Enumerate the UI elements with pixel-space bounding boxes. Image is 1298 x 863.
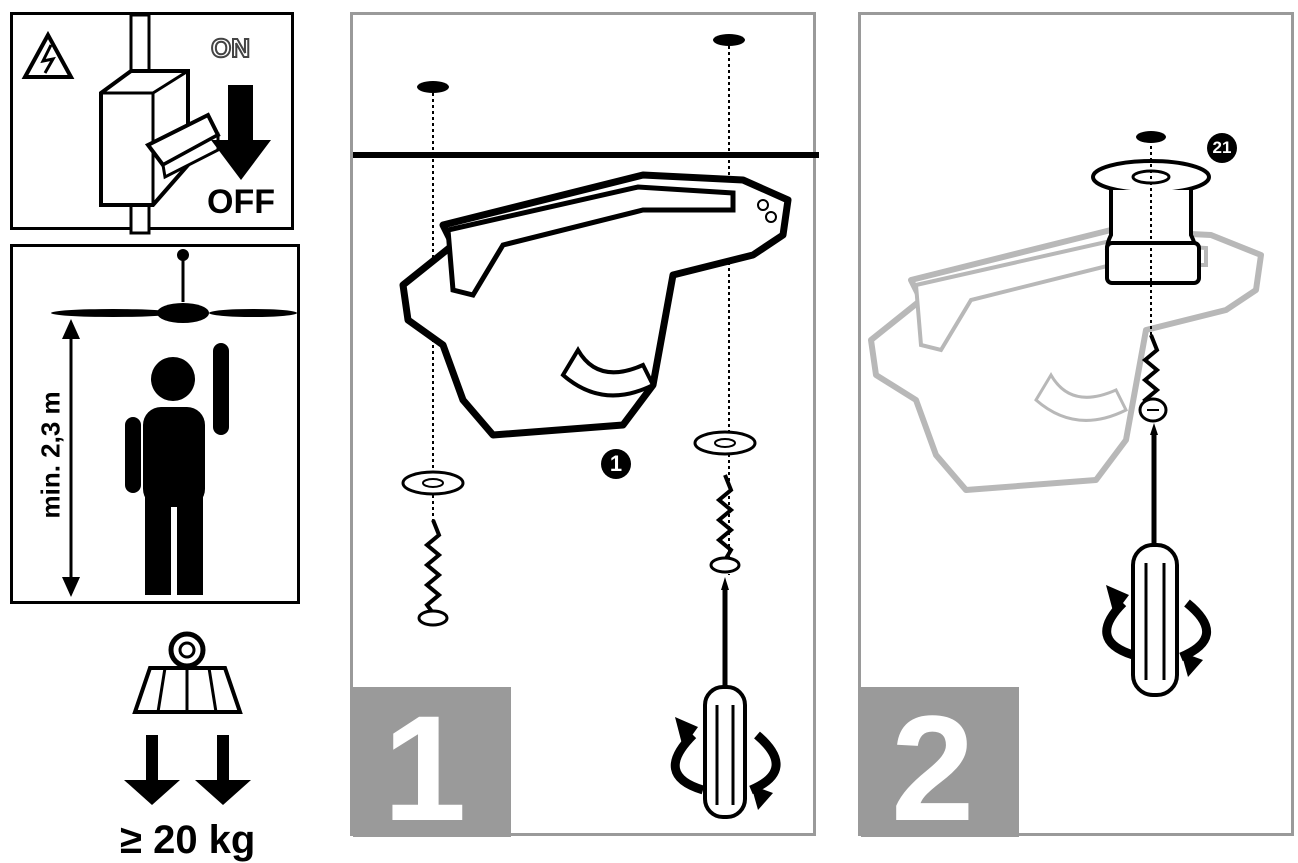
part-callout-21: 21 xyxy=(1207,133,1237,163)
hook-weight-icon xyxy=(124,631,251,805)
step1-number: 1 xyxy=(383,684,467,852)
on-label: ON xyxy=(210,32,251,64)
step1-panel: 1 1 xyxy=(350,12,819,843)
step1-number-box: 1 xyxy=(353,687,511,843)
washer-icon xyxy=(401,430,757,496)
rotate-arrow-icon xyxy=(670,717,781,810)
min-height-panel: min. 2,3 m xyxy=(10,244,300,604)
screwdriver-icon xyxy=(1131,423,1179,697)
step2-number-box: 2 xyxy=(861,687,1019,843)
height-dimension-arrow-icon xyxy=(62,319,80,597)
power-off-panel: ON OFF xyxy=(10,12,294,235)
off-label: OFF xyxy=(207,183,275,221)
wall-plug-icon xyxy=(417,34,745,93)
rotate-arrow-icon xyxy=(1102,585,1211,677)
screw-icon xyxy=(1138,334,1168,423)
step2-number: 2 xyxy=(891,684,975,852)
circuit-breaker-icon xyxy=(21,13,271,235)
mounting-bracket-icon xyxy=(353,34,819,819)
hanger-hook-icon xyxy=(1105,190,1201,285)
screw-icon xyxy=(417,474,741,627)
mounting-bracket-icon xyxy=(868,131,1264,697)
down-arrow-icon xyxy=(211,85,271,180)
weight-label: ≥ 20 kg xyxy=(120,818,256,862)
ceiling-fan-icon xyxy=(51,249,297,597)
step2-panel: 21 2 xyxy=(858,12,1294,843)
screwdriver-icon xyxy=(703,577,747,819)
person-silhouette-icon xyxy=(125,343,229,595)
downward-force-arrows-icon xyxy=(124,735,251,805)
high-voltage-warning-icon xyxy=(21,30,75,79)
part-callout-1: 1 xyxy=(601,449,631,479)
